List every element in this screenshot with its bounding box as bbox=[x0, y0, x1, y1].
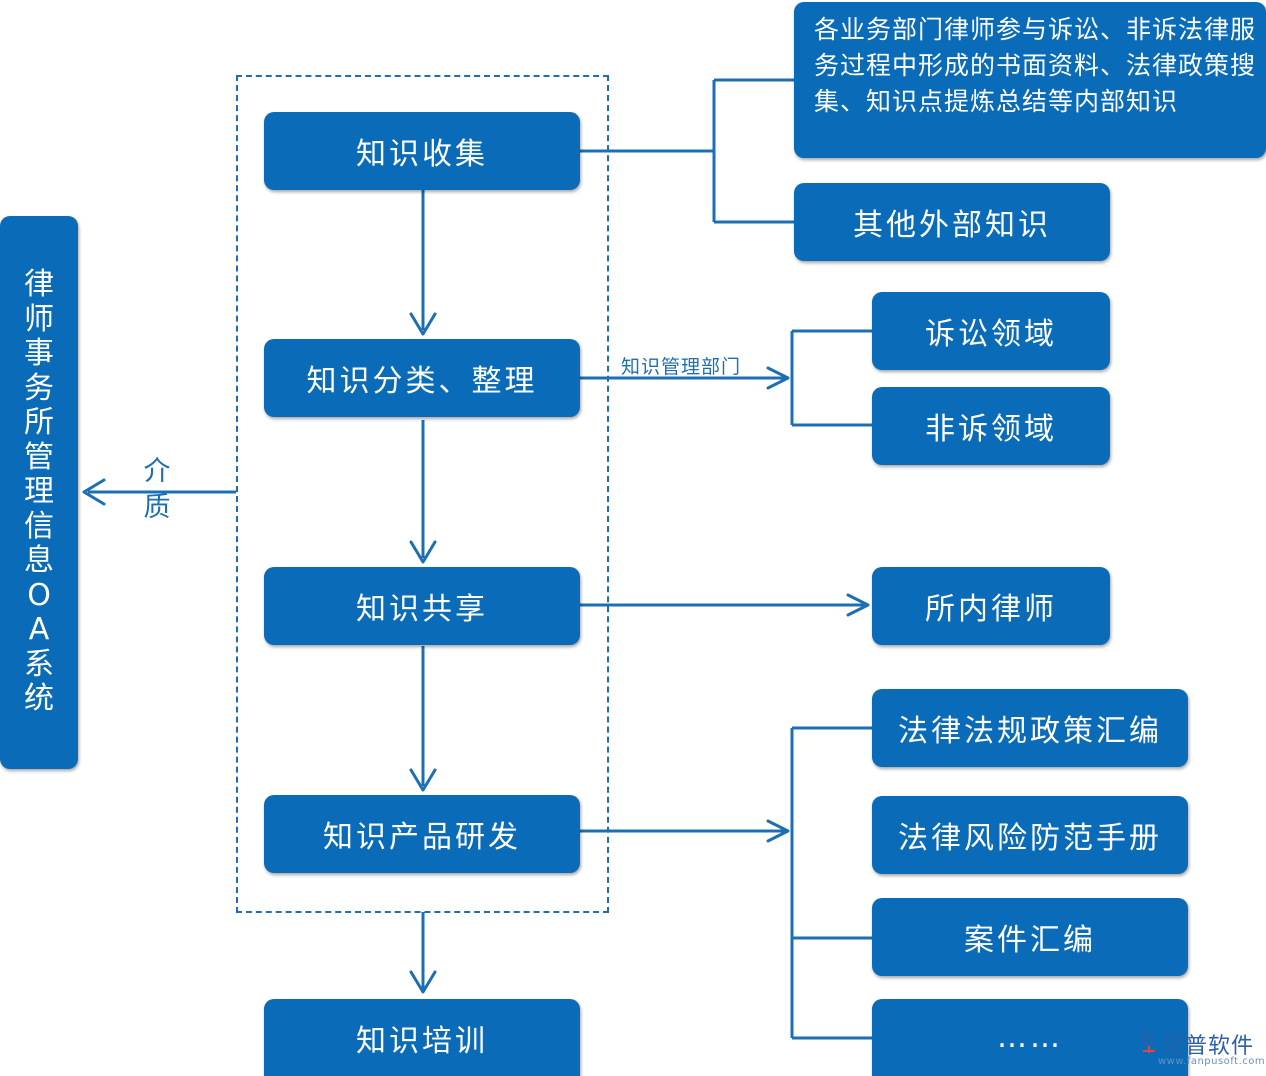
medium-label: 介质 bbox=[143, 456, 171, 523]
stage-develop: 知识产品研发 bbox=[264, 795, 580, 873]
external-knowledge-box: 其他外部知识 bbox=[794, 183, 1110, 261]
stage-classify: 知识分类、整理 bbox=[264, 339, 580, 417]
litigation-box: 诉讼领域 bbox=[872, 292, 1110, 370]
mgmt-dept-label: 知识管理部门 bbox=[621, 356, 742, 378]
non-litigation-box: 非诉领域 bbox=[872, 387, 1110, 465]
watermark-url: www.fanpusoft.com bbox=[1158, 1056, 1266, 1067]
product-box: 案件汇编 bbox=[872, 898, 1188, 976]
product-box: 法律法规政策汇编 bbox=[872, 689, 1188, 767]
watermark-logo: 泛普软件 www.fanpusoft.com bbox=[1138, 1028, 1266, 1074]
product-box: …… bbox=[872, 999, 1188, 1076]
product-box: 法律风险防范手册 bbox=[872, 796, 1188, 874]
stage-train: 知识培训 bbox=[264, 999, 580, 1076]
knowledge-process-frame bbox=[236, 75, 609, 913]
fanpu-logo-icon bbox=[1140, 1030, 1155, 1053]
oa-system-box: 律师事务所管理信息OA系统 bbox=[0, 216, 78, 769]
stage-share: 知识共享 bbox=[264, 567, 580, 645]
internal-knowledge-box: 各业务部门律师参与诉讼、非诉法律服务过程中形成的书面资料、法律政策搜集、知识点提… bbox=[794, 2, 1266, 158]
oa-system-label: 律师事务所管理信息OA系统 bbox=[24, 267, 54, 717]
watermark-name: 泛普软件 bbox=[1162, 1034, 1255, 1059]
in-house-lawyers-box: 所内律师 bbox=[872, 567, 1110, 645]
stage-collect: 知识收集 bbox=[264, 112, 580, 190]
